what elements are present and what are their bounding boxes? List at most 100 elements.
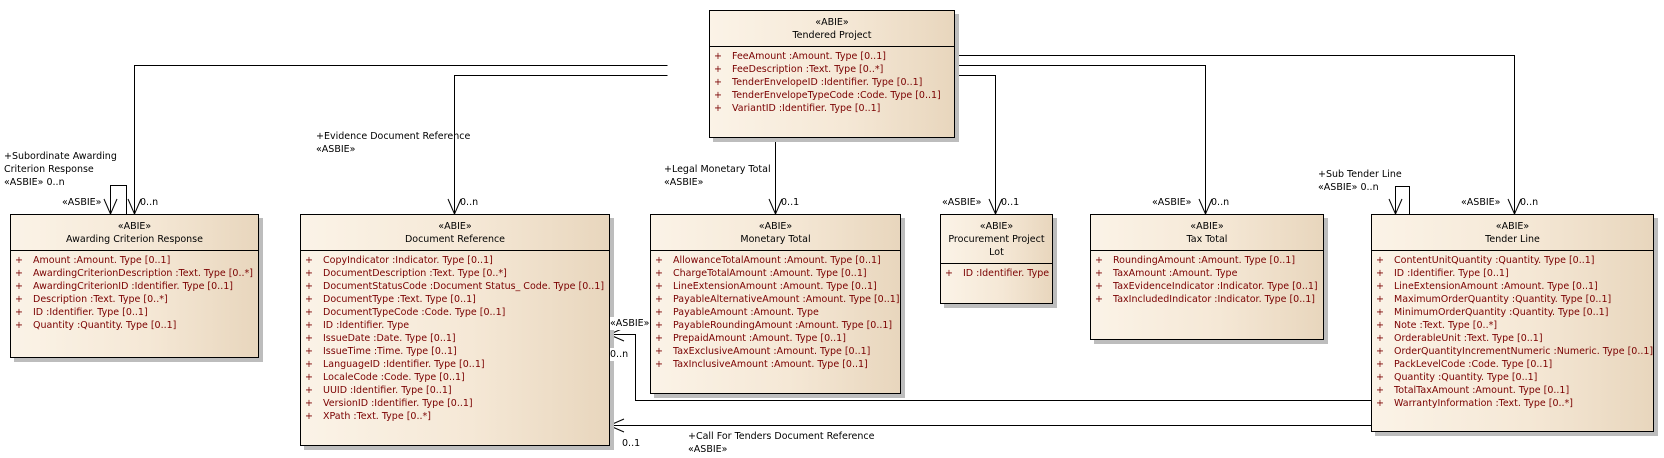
attribute-row[interactable]: +ID :Identifier. Type: [305, 320, 410, 331]
attribute-row[interactable]: +XPath :Text. Type [0..*]: [305, 411, 431, 422]
attribute-row[interactable]: +IssueDate :Date. Type [0..1]: [305, 333, 456, 344]
attribute-row[interactable]: +UUID :Identifier. Type [0..1]: [305, 385, 452, 396]
attribute-row[interactable]: +TenderEnvelopeID :Identifier. Type [0..…: [714, 77, 923, 88]
class-header: «ABIE» Monetary Total: [651, 215, 900, 251]
connector-subordinate-awarding: [110, 185, 127, 214]
class-tender-line[interactable]: «ABIE» Tender Line +ContentUnitQuantity …: [1371, 214, 1654, 432]
public-visibility-icon: +: [1376, 359, 1384, 370]
class-procurement-project-lot[interactable]: «ABIE» Procurement Project Lot +ID :Iden…: [940, 214, 1053, 304]
attribute-row[interactable]: +ChargeTotalAmount :Amount. Type [0..1]: [655, 268, 867, 279]
attribute-row[interactable]: +MaximumOrderQuantity :Quantity. Type [0…: [1376, 294, 1612, 305]
attribute-row[interactable]: +LanguageID :Identifier. Type [0..1]: [305, 359, 485, 370]
attribute-row[interactable]: +ID :Identifier. Type [0..1]: [1376, 268, 1509, 279]
attribute-row[interactable]: +Quantity :Quantity. Type [0..1]: [15, 320, 177, 331]
attribute-row[interactable]: +WarrantyInformation :Text. Type [0..*]: [1376, 398, 1573, 409]
connector-tender-line: [948, 55, 1515, 214]
public-visibility-icon: +: [1376, 281, 1384, 292]
attribute-row[interactable]: +LocaleCode :Code. Type [0..1]: [305, 372, 465, 383]
attribute-row[interactable]: +PayableAmount :Amount. Type: [655, 307, 819, 318]
class-name: Awarding Criterion Response: [66, 234, 203, 245]
attribute-row[interactable]: +TaxIncludedIndicator :Indicator. Type […: [1095, 294, 1316, 305]
attribute-row[interactable]: +ID :Identifier. Type: [945, 268, 1050, 279]
public-visibility-icon: +: [1095, 268, 1103, 279]
public-visibility-icon: +: [15, 255, 23, 266]
stereotype-label-tax-total: «ASBIE»: [1152, 197, 1192, 208]
attribute-row[interactable]: +TenderEnvelopeTypeCode :Code. Type [0..…: [714, 90, 941, 101]
class-header: «ABIE» Awarding Criterion Response: [11, 215, 258, 251]
public-visibility-icon: +: [305, 281, 313, 292]
stereotype-label: «ABIE»: [758, 221, 793, 232]
class-document-reference[interactable]: «ABIE» Document Reference +CopyIndicator…: [300, 214, 610, 446]
role-label-subordinate-awarding: +Subordinate Awarding Criterion Response…: [4, 151, 117, 188]
attribute-row[interactable]: +LineExtensionAmount :Amount. Type [0..1…: [655, 281, 877, 292]
public-visibility-icon: +: [655, 307, 663, 318]
attribute-row[interactable]: +AwardingCriterionID :Identifier. Type […: [15, 281, 233, 292]
class-awarding-criterion-response[interactable]: «ABIE» Awarding Criterion Response +Amou…: [10, 214, 259, 358]
role-label-legal-monetary-total: +Legal Monetary Total «ASBIE»: [664, 164, 771, 188]
stereotype-label: «ABIE»: [1495, 221, 1530, 232]
stereotype-label-subordinate-awarding: «ASBIE»: [62, 197, 102, 208]
attribute-row[interactable]: +DocumentType :Text. Type [0..1]: [305, 294, 476, 305]
attribute-row[interactable]: +PayableRoundingAmount :Amount. Type [0.…: [655, 320, 893, 331]
public-visibility-icon: +: [1095, 294, 1103, 305]
connector-procurement-lot: [948, 75, 996, 214]
attribute-row[interactable]: +MinimumOrderQuantity :Quantity. Type [0…: [1376, 307, 1609, 318]
class-header: «ABIE» Tax Total: [1091, 215, 1323, 251]
connector-tender-line-document: [609, 334, 1371, 401]
attribute-row[interactable]: +FeeDescription :Text. Type [0..*]: [714, 64, 884, 75]
public-visibility-icon: +: [305, 307, 313, 318]
multiplicity-call-for-tenders: 0..1: [622, 438, 641, 449]
attribute-row[interactable]: +DocumentStatusCode :Document Status_ Co…: [305, 281, 605, 292]
attribute-row[interactable]: +TaxEvidenceIndicator :Indicator. Type […: [1095, 281, 1318, 292]
attribute-row[interactable]: +AwardingCriterionDescription :Text. Typ…: [15, 268, 253, 279]
attribute-row[interactable]: +LineExtensionAmount :Amount. Type [0..1…: [1376, 281, 1598, 292]
attribute-row[interactable]: +Note :Text. Type [0..*]: [1376, 320, 1498, 331]
connector-evidence-document: [454, 75, 668, 214]
stereotype-label-tender-line: «ASBIE»: [1461, 197, 1501, 208]
attribute-row[interactable]: +ID :Identifier. Type [0..1]: [15, 307, 148, 318]
class-name-continued: Lot: [989, 247, 1004, 258]
attribute-row[interactable]: +TaxExclusiveAmount :Amount. Type [0..1]: [655, 346, 871, 357]
multiplicity-tax-total: 0..n: [1211, 197, 1230, 208]
multiplicity-legal-monetary-total: 0..1: [781, 197, 800, 208]
public-visibility-icon: +: [1376, 333, 1384, 344]
attribute-row[interactable]: +OrderQuantityIncrementNumeric :Numeric.…: [1376, 346, 1653, 357]
attribute-row[interactable]: +VersionID :Identifier. Type [0..1]: [305, 398, 473, 409]
attribute-row[interactable]: +ContentUnitQuantity :Quantity. Type [0.…: [1376, 255, 1595, 266]
class-monetary-total[interactable]: «ABIE» Monetary Total +AllowanceTotalAmo…: [650, 214, 901, 394]
attribute-row[interactable]: +TotalTaxAmount :Amount. Type [0..1]: [1376, 385, 1570, 396]
attribute-row[interactable]: +PackLevelCode :Code. Type [0..1]: [1376, 359, 1553, 370]
attribute-row[interactable]: +Quantity :Quantity. Type [0..1]: [1376, 372, 1538, 383]
attribute-row[interactable]: +TaxAmount :Amount. Type: [1095, 268, 1238, 279]
attribute-row[interactable]: +VariantID :Identifier. Type [0..1]: [714, 103, 881, 114]
attribute-row[interactable]: +PrepaidAmount :Amount. Type [0..1]: [655, 333, 846, 344]
attribute-row[interactable]: +RoundingAmount :Amount. Type [0..1]: [1095, 255, 1296, 266]
attribute-row[interactable]: +FeeAmount :Amount. Type [0..1]: [714, 51, 886, 62]
attribute-list: +FeeAmount :Amount. Type [0..1] +FeeDesc…: [710, 47, 954, 115]
attribute-row[interactable]: +DocumentDescription :Text. Type [0..*]: [305, 268, 507, 279]
attribute-row[interactable]: +PayableAlternativeAmount :Amount. Type …: [655, 294, 900, 305]
public-visibility-icon: +: [15, 320, 23, 331]
stereotype-label: «ABIE»: [979, 221, 1014, 232]
attribute-row[interactable]: +DocumentTypeCode :Code. Type [0..1]: [305, 307, 506, 318]
attribute-row[interactable]: +IssueTime :Time. Type [0..1]: [305, 346, 457, 357]
multiplicity-procurement-lot: 0..1: [1001, 197, 1020, 208]
public-visibility-icon: +: [945, 268, 953, 279]
attribute-row[interactable]: +AllowanceTotalAmount :Amount. Type [0..…: [655, 255, 881, 266]
class-tendered-project[interactable]: «ABIE» Tendered Project +FeeAmount :Amou…: [709, 10, 955, 138]
public-visibility-icon: +: [1376, 346, 1384, 357]
class-name: Procurement Project: [948, 234, 1045, 245]
attribute-row[interactable]: +OrderableUnit :Text. Type [0..1]: [1376, 333, 1543, 344]
attribute-list: +Amount :Amount. Type [0..1] +AwardingCr…: [11, 251, 258, 332]
attribute-row[interactable]: +Description :Text. Type [0..*]: [15, 294, 168, 305]
public-visibility-icon: +: [305, 411, 313, 422]
stereotype-label: «ABIE»: [815, 17, 849, 28]
attribute-row[interactable]: +Amount :Amount. Type [0..1]: [15, 255, 171, 266]
public-visibility-icon: +: [714, 51, 722, 62]
class-tax-total[interactable]: «ABIE» Tax Total +RoundingAmount :Amount…: [1090, 214, 1324, 340]
public-visibility-icon: +: [1376, 294, 1384, 305]
attribute-row[interactable]: +CopyIndicator :Indicator. Type [0..1]: [305, 255, 493, 266]
attribute-row[interactable]: +TaxInclusiveAmount :Amount. Type [0..1]: [655, 359, 868, 370]
attribute-list: +CopyIndicator :Indicator. Type [0..1] +…: [301, 251, 609, 423]
